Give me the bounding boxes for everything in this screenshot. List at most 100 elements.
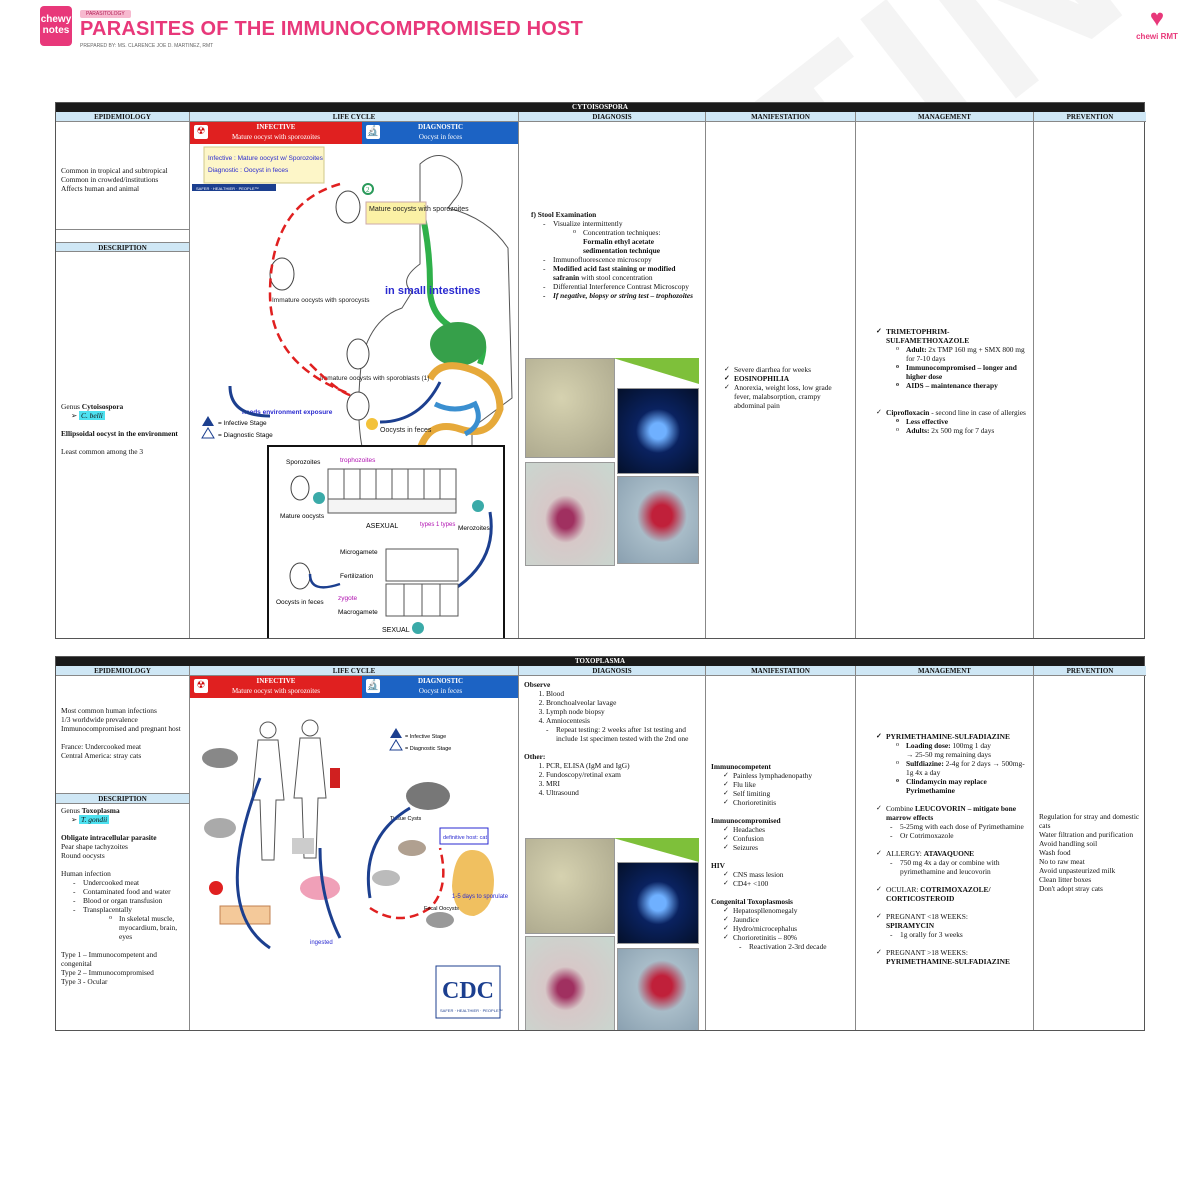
observe-item: Bronchoalveolar lavage bbox=[546, 698, 700, 707]
toxo-epidemiology-col: EPIDEMIOLOGY Most common human infection… bbox=[56, 666, 190, 1030]
infection-route: Blood or organ transfusion bbox=[73, 896, 184, 905]
other-item: PCR, ELISA (IgM and IgG) bbox=[546, 761, 700, 770]
management-subitem: 750 mg 4x a day or combine with pyrimeth… bbox=[890, 858, 1028, 876]
management-header: MANAGEMENT bbox=[856, 112, 1033, 122]
manifestation-item: Anorexia, weight loss, low grade fever, … bbox=[724, 383, 850, 410]
cycle-arrow-blue bbox=[366, 806, 411, 899]
management-subitem: 1g orally for 3 weeks bbox=[890, 930, 1028, 939]
epidemiology-header: EPIDEMIOLOGY bbox=[56, 666, 189, 676]
manifestation-subitem: Reactivation 2-3rd decade bbox=[739, 942, 850, 951]
manifestation-item: Seizures bbox=[723, 843, 850, 852]
desc-line: Least common among the 3 bbox=[61, 447, 144, 456]
bird-figure bbox=[398, 840, 426, 856]
management-drug: OCULAR: COTRIMOXAZOLE/ CORTICOSTEROID bbox=[876, 885, 1028, 903]
microscope-icon: 🔬 bbox=[366, 679, 380, 693]
diag-item: Immunofluorescence microscopy bbox=[543, 255, 700, 264]
macrogamete-label: Macrogamete bbox=[338, 609, 378, 616]
cyto-management-col: MANAGEMENT TRIMETOPHRIM-SULFAMETHOXAZOLE… bbox=[856, 112, 1034, 638]
prevention-header: PREVENTION bbox=[1034, 112, 1146, 122]
manifestation-header: MANIFESTATION bbox=[706, 112, 855, 122]
ingest-arrow-2 bbox=[318, 847, 342, 939]
diag-item: Differential Interference Contrast Micro… bbox=[543, 282, 700, 291]
stool-micrograph-photo bbox=[525, 838, 615, 934]
microgamete-label: Microgamete bbox=[340, 549, 378, 556]
infective-legend-icon bbox=[390, 728, 402, 738]
safranin-photo bbox=[617, 476, 699, 564]
epi-line: Most common human infections bbox=[61, 706, 157, 715]
ingested-note: ingested bbox=[310, 940, 333, 946]
corner-logo-text: chewi RMT bbox=[1136, 32, 1178, 41]
management-header: MANAGEMENT bbox=[856, 666, 1033, 676]
diag-subitem: Concentration techniques:Formalin ethyl … bbox=[573, 228, 700, 255]
manifestation-item: Flu like bbox=[723, 780, 850, 789]
oocyst-feces bbox=[346, 391, 370, 421]
asexual-label: ASEXUAL bbox=[366, 523, 398, 530]
ingest-arrow bbox=[235, 777, 271, 950]
legend-infective: = Infective Stage bbox=[218, 420, 267, 427]
note-diagnostic: Diagnostic : Oocyst in feces bbox=[208, 167, 289, 174]
type-line: Type 1 – Immunocompetent and congenital bbox=[61, 950, 157, 968]
mouse-figure bbox=[372, 870, 400, 886]
pig-figure bbox=[300, 876, 340, 900]
fecal-oocysts bbox=[426, 912, 454, 928]
desc-line: Pear shape tachyzoites bbox=[61, 842, 128, 851]
subject-tag: PARASITOLOGY bbox=[80, 10, 131, 18]
human-infection-title: Human infection bbox=[61, 869, 111, 878]
epi-line: 1/3 worldwide prevalence bbox=[61, 715, 138, 724]
definitive-host-label: definitive host: cat bbox=[443, 835, 487, 841]
manifestation-item: CD4+ <100 bbox=[723, 879, 850, 888]
prevention-header: PREVENTION bbox=[1034, 666, 1146, 676]
management-subitem: 5-25mg with each dose of Pyrimethamine bbox=[890, 822, 1028, 831]
oocysts-feces-inset-label: Oocysts in feces bbox=[276, 599, 324, 606]
stage-2-marker bbox=[362, 183, 374, 195]
diagnosis-header: DIAGNOSIS bbox=[519, 666, 705, 676]
cat-figure bbox=[452, 850, 494, 916]
species-line: ➢ T. gondii bbox=[71, 815, 110, 824]
mature-oocyst-label-bg bbox=[365, 201, 427, 225]
other-item: Fundoscopy/retinal exam bbox=[546, 770, 700, 779]
legend-infective: = Infective Stage bbox=[405, 734, 446, 740]
management-drug: PREGNANT >18 WEEKS:PYRIMETHAMINE-SULFADI… bbox=[876, 948, 1028, 966]
types-note: types 1 types bbox=[420, 522, 455, 528]
desc-bold: Ellipsoidal oocyst in the environment bbox=[61, 429, 178, 438]
tissue-cysts-label: Tissue Cysts bbox=[390, 816, 422, 822]
observe-item: Blood bbox=[546, 689, 700, 698]
sheep-figure bbox=[292, 838, 314, 854]
other-item: Ultrasound bbox=[546, 788, 700, 797]
mature-oocyst bbox=[335, 190, 361, 224]
infective-legend-icon bbox=[202, 416, 214, 426]
arrow-icon: ➢ bbox=[71, 815, 80, 824]
prevention-item: No to raw meat bbox=[1039, 857, 1085, 866]
epi-line: Immunocompromised and pregnant host bbox=[61, 724, 181, 733]
diagnostic-legend-icon bbox=[389, 739, 403, 751]
exposure-note: needs environment exposure bbox=[242, 409, 333, 416]
definitive-host-box bbox=[439, 827, 489, 845]
description-header: DESCRIPTION bbox=[56, 794, 189, 804]
observe-item: Amniocentesis bbox=[546, 716, 700, 725]
small-intestine bbox=[433, 400, 481, 437]
desc-bold: Obligate intracellular parasite bbox=[61, 833, 157, 842]
cycle-arrow-red bbox=[268, 182, 351, 396]
management-subitem: Sulfdiazine: 2-4g for 2 days → 500mg-1g … bbox=[896, 759, 1028, 777]
chewi-corner-logo: ♥ chewi RMT bbox=[1136, 6, 1178, 58]
tissue-cysts-center bbox=[406, 782, 450, 810]
stage-4-marker bbox=[472, 500, 484, 512]
cyto-lifecycle-diagram: Infective : Mature oocyst w/ Sporozoites… bbox=[192, 146, 513, 638]
immunocompromised-title: Immunocompromised bbox=[711, 816, 781, 825]
cycle-arrow-red bbox=[369, 847, 445, 920]
stool-micrograph-photo bbox=[525, 358, 615, 458]
immature-oocyst-sporocysts bbox=[269, 257, 295, 291]
cdc-tagline: SAFER · HEALTHIER · PEOPLE™ bbox=[440, 1008, 503, 1013]
manifestation-item: Chorioretinitis – 80% bbox=[723, 933, 850, 942]
manifestation-item: EOSINOPHILIA bbox=[724, 374, 850, 383]
other-item: MRI bbox=[546, 779, 700, 788]
management-drug: PYRIMETHAMINE-SULFADIAZINE bbox=[876, 732, 1028, 741]
observe-item: Lymph node biopsy bbox=[546, 707, 700, 716]
lifecycle-header: LIFE CYCLE bbox=[190, 112, 518, 122]
diag-item: If negative, biopsy or string test – tro… bbox=[543, 291, 700, 300]
immunocompetent-title: Immunocompetent bbox=[711, 762, 771, 771]
merozoites-label: Merozoites bbox=[458, 525, 491, 532]
observe-title: Observe bbox=[524, 680, 551, 689]
diagnostic-legend-icon bbox=[201, 427, 215, 439]
epi-line: Common in crowded/institutions bbox=[61, 175, 159, 184]
